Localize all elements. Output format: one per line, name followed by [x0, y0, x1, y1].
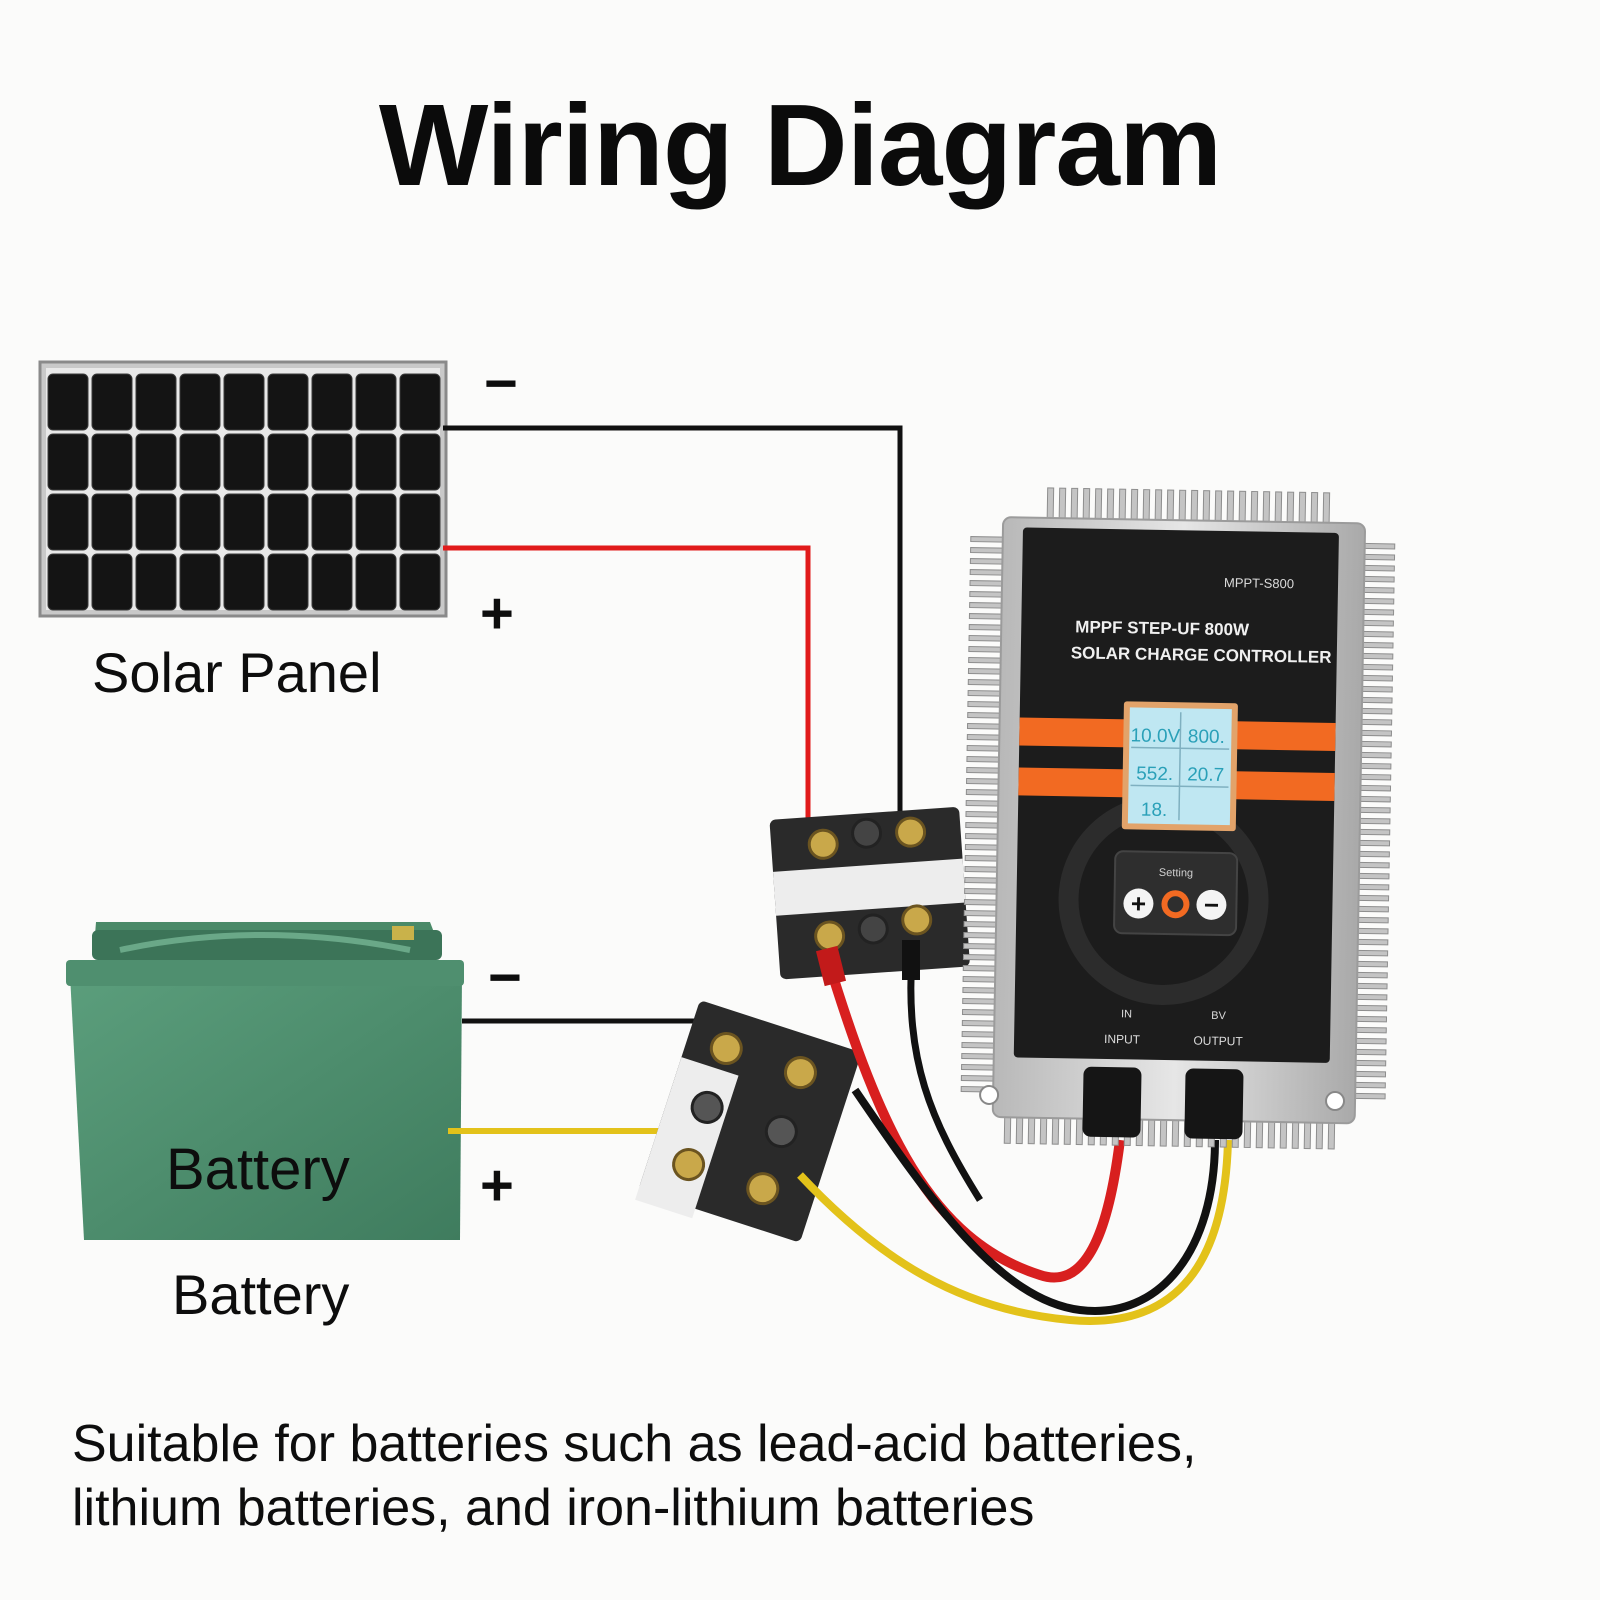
solar-terminal-block: [769, 807, 970, 980]
port-left-code: IN: [1121, 1008, 1132, 1020]
keypad-label: Setting: [1159, 867, 1193, 880]
lcd-cell: 552.: [1136, 763, 1173, 785]
battery: [66, 922, 464, 1240]
controller-red-cable: [823, 958, 1125, 1283]
controller-model-code: MPPT-S800: [1224, 575, 1294, 591]
port-right-code: BV: [1211, 1010, 1227, 1022]
battery-positive-sign: +: [480, 1153, 514, 1218]
controller-keypad: Setting + −: [1113, 850, 1239, 937]
solar-negative-sign: −: [484, 351, 518, 416]
battery-case-label: Battery: [166, 1137, 350, 1202]
battery-negative-sign: −: [488, 945, 522, 1010]
controller-yellow-cable: [797, 1139, 1232, 1325]
port-left-label: INPUT: [1104, 1032, 1141, 1047]
footer-line-1: Suitable for batteries such as lead-acid…: [72, 1415, 1197, 1473]
solar-positive-wire: [443, 545, 811, 820]
footer-line-2: lithium batteries, and iron-lithium batt…: [72, 1479, 1035, 1537]
controller-black-cable-1: [907, 954, 983, 1202]
battery-terminal-block: [635, 1001, 861, 1242]
solar-panel-label: Solar Panel: [92, 641, 382, 704]
battery-label: Battery: [172, 1263, 350, 1326]
lcd-cell: 18.: [1141, 800, 1168, 821]
solar-panel: [38, 360, 448, 618]
controller-lcd: 10.0V 800. 552. 20.7 18.: [1121, 701, 1238, 832]
lcd-cell: 800.: [1188, 726, 1225, 748]
solar-positive-sign: +: [480, 581, 514, 646]
controller-black-cable-2: [851, 1087, 1219, 1315]
solar-negative-wire: [443, 425, 903, 812]
charge-controller: MPPT-S800 MPPF STEP-UF 800W SOLAR CHARGE…: [960, 487, 1396, 1150]
plus-button[interactable]: +: [1123, 888, 1154, 919]
controller-cables: [797, 940, 1232, 1325]
controller-title-line1: MPPF STEP-UF 800W: [1075, 617, 1250, 639]
port-right-label: OUTPUT: [1193, 1034, 1243, 1049]
battery-wires: [448, 1018, 738, 1134]
lcd-cell: 20.7: [1187, 764, 1224, 786]
menu-button[interactable]: [1161, 890, 1190, 919]
solar-wires: [443, 425, 903, 820]
plus-button-label: +: [1131, 888, 1147, 918]
minus-button-label: −: [1204, 890, 1220, 920]
lcd-cell: 10.0V: [1130, 725, 1180, 747]
minus-button[interactable]: −: [1196, 890, 1227, 921]
page-title: Wiring Diagram: [378, 80, 1222, 210]
controller-title-line2: SOLAR CHARGE CONTROLLER: [1071, 643, 1332, 667]
